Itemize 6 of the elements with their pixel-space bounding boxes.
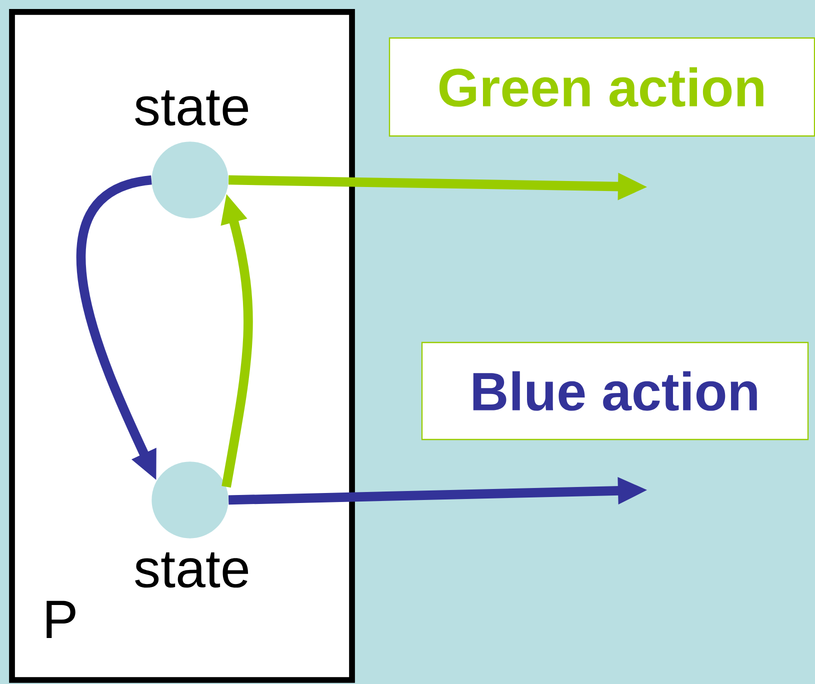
state-circle bbox=[152, 462, 228, 538]
label-box: Green action bbox=[388, 37, 815, 137]
label-box: Blue action bbox=[421, 342, 809, 440]
state-circle bbox=[152, 142, 228, 218]
state-label: state bbox=[135, 552, 248, 588]
state-label: state bbox=[135, 90, 248, 126]
